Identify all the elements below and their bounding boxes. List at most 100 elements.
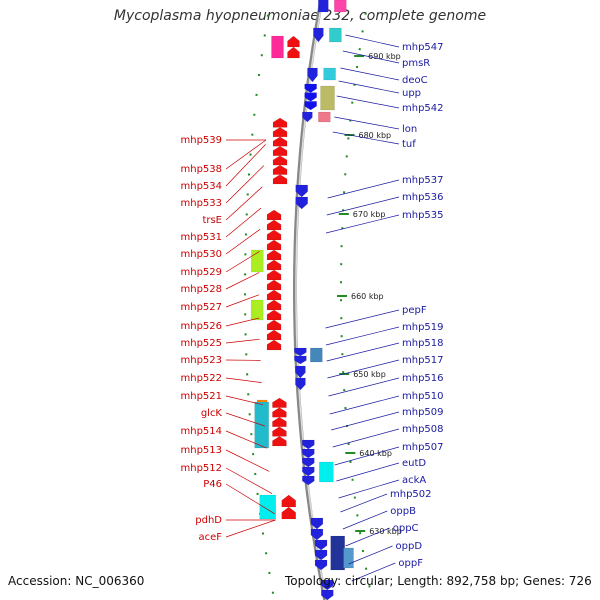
accession-text: Accession: NC_006360 [8, 574, 145, 588]
gene-block-5 [329, 27, 342, 43]
right-gene-label-8: mhp536 [402, 192, 444, 203]
tick-label-6: 630 kbp [369, 527, 402, 536]
gene-arrow-14 [266, 249, 282, 261]
left-gene-label-4: trsE [202, 215, 222, 226]
gene-arrow-20 [272, 397, 287, 408]
left-gene-label-2: mhp534 [180, 181, 222, 192]
right-leader-0 [345, 34, 400, 48]
left-gene-label-7: mhp529 [180, 267, 222, 278]
gene-arrow-20 [272, 436, 287, 447]
gene-arrow-14 [266, 259, 282, 271]
right-gene-label-24: oppD [396, 541, 423, 552]
left-gene-label-20: pdhD [195, 515, 222, 526]
left-leader-15 [225, 412, 265, 427]
gene-arrow-14 [266, 229, 282, 241]
left-leader-4 [225, 186, 263, 221]
tick-label-2: 670 kbp [353, 210, 386, 219]
left-gene-label-11: mhp525 [180, 338, 222, 349]
gene-block-15 [251, 249, 264, 273]
right-gene-label-19: eutD [402, 458, 426, 469]
gene-arrow-29 [314, 559, 328, 571]
gene-arrow-23 [302, 457, 315, 468]
right-gene-label-2: deoC [402, 75, 428, 86]
right-gene-label-3: upp [402, 88, 421, 99]
right-leader-12 [326, 342, 400, 362]
gene-block-0 [271, 35, 284, 59]
gene-arrow-14 [266, 269, 282, 281]
gene-arrow-19 [295, 377, 306, 391]
left-gene-label-5: mhp531 [180, 232, 222, 243]
left-leader-7 [225, 251, 260, 273]
right-leader-6 [332, 131, 400, 145]
right-leader-17 [332, 428, 400, 448]
gene-arrow-12 [272, 117, 288, 128]
left-leader-8 [225, 272, 260, 290]
gene-arrow-20 [272, 407, 287, 418]
gene-arrow-31 [321, 589, 334, 600]
right-gene-label-6: tuf [402, 139, 416, 150]
gene-arrow-17 [294, 355, 307, 365]
feature-layer [250, 0, 354, 600]
gene-arrow-23 [302, 475, 315, 486]
left-gene-label-8: mhp528 [180, 284, 222, 295]
left-gene-label-18: mhp512 [180, 463, 222, 474]
inner-dotted-ring [340, 0, 374, 600]
gene-arrow-29 [314, 549, 328, 561]
left-gene-label-1: mhp538 [180, 164, 222, 175]
right-leader-24 [348, 545, 393, 565]
right-gene-label-21: mhp502 [390, 489, 432, 500]
right-gene-label-14: mhp516 [402, 373, 444, 384]
right-leader-22 [342, 510, 388, 530]
left-leader-2 [225, 144, 266, 187]
gene-block-18 [310, 347, 323, 363]
gene-arrow-13 [295, 196, 308, 210]
gene-arrow-23 [302, 448, 315, 459]
gene-arrow-1 [287, 35, 300, 48]
left-leader-17 [225, 449, 270, 472]
tick-label-1: 680 kbp [359, 131, 392, 140]
gene-arrow-14 [266, 339, 282, 351]
gene-arrow-23 [302, 466, 315, 477]
gene-block-25 [259, 494, 276, 520]
right-gene-label-25: oppF [398, 558, 423, 569]
left-leader-1 [225, 139, 267, 170]
gene-block-28 [330, 535, 345, 571]
left-gene-label-16: mhp514 [180, 426, 222, 437]
label-layer: mhp539mhp538mhp534mhp533trsEmhp531mhp530… [180, 34, 444, 582]
map-title: Mycoplasma hyopneumoniae 232, complete g… [113, 8, 487, 24]
left-gene-label-6: mhp530 [180, 249, 222, 260]
gene-arrow-19 [295, 365, 306, 379]
right-gene-label-9: mhp535 [402, 210, 444, 221]
right-gene-label-17: mhp508 [402, 424, 444, 435]
left-gene-label-13: mhp522 [180, 373, 222, 384]
right-gene-label-1: pmsR [402, 58, 430, 69]
tick-label-3: 660 kbp [351, 292, 384, 301]
gene-block-24 [319, 461, 334, 483]
gene-block-30 [343, 547, 354, 569]
left-gene-label-3: mhp533 [180, 198, 222, 209]
gene-arrow-20 [272, 416, 287, 428]
gene-arrow-12 [272, 164, 288, 175]
left-gene-label-15: glcK [201, 408, 223, 419]
left-gene-label-19: P46 [203, 479, 222, 490]
gene-arrow-4 [313, 27, 324, 43]
gene-arrow-8 [304, 101, 317, 111]
left-gene-label-17: mhp513 [180, 445, 222, 456]
gene-arrow-14 [266, 319, 282, 331]
gene-block-2 [334, 0, 347, 13]
right-leader-1 [342, 50, 400, 64]
gene-arrow-14 [266, 209, 282, 221]
gene-arrow-26 [281, 506, 296, 520]
left-gene-label-9: mhp527 [180, 302, 222, 313]
left-leader-16 [225, 430, 267, 449]
left-gene-label-14: mhp521 [180, 391, 222, 402]
gene-arrow-12 [272, 174, 288, 185]
left-leader-5 [225, 207, 262, 238]
left-leader-18 [225, 467, 273, 494]
left-leader-21 [225, 519, 276, 538]
right-gene-label-16: mhp509 [402, 407, 444, 418]
left-leader-10 [225, 317, 260, 327]
right-leader-5 [334, 116, 400, 130]
right-leader-10 [325, 309, 400, 329]
